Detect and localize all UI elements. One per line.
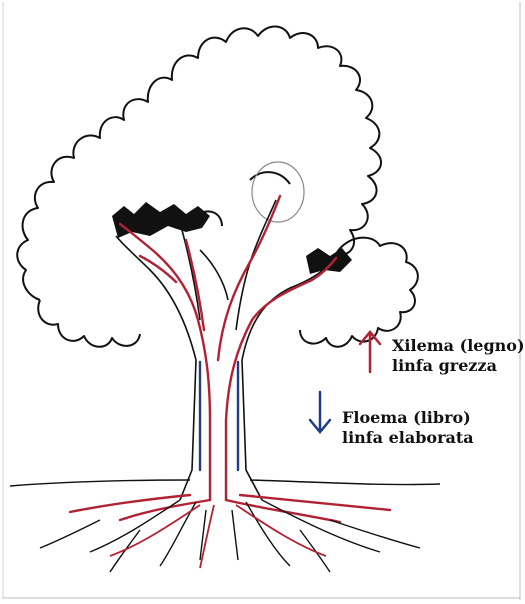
xylem-arrow bbox=[360, 332, 380, 372]
xylem-label: Xilema (legno) linfa grezza bbox=[392, 336, 525, 376]
phloem-label: Floema (libro) linfa elaborata bbox=[342, 408, 474, 448]
phloem-title: Floema (libro) bbox=[342, 408, 474, 428]
phloem-vessels bbox=[200, 362, 238, 470]
dark-foliage bbox=[112, 202, 352, 274]
phloem-subtitle: linfa elaborata bbox=[342, 428, 474, 448]
xylem-subtitle: linfa grezza bbox=[392, 356, 525, 376]
leaf-detail bbox=[252, 162, 304, 222]
xylem-title: Xilema (legno) bbox=[392, 336, 525, 356]
tree-crown bbox=[17, 26, 418, 346]
phloem-arrow bbox=[310, 392, 330, 432]
